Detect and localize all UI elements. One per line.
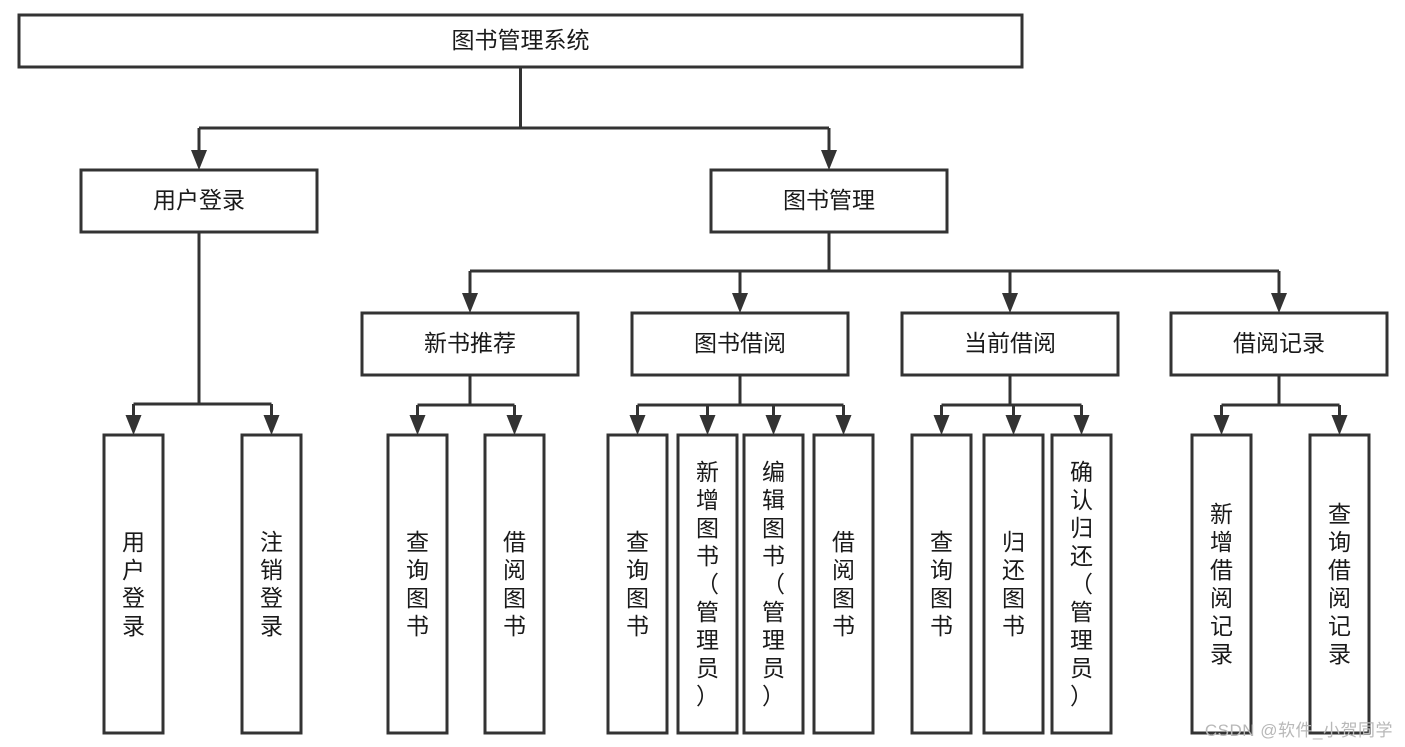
node-box-leaf-add-borrow-record[interactable] (1190, 433, 1253, 735)
node-box-leaf-add-book-admin[interactable] (676, 433, 739, 735)
node-leaf-query-borrow-record[interactable]: 查询借阅记录 (1308, 433, 1371, 735)
node-box-book-management[interactable] (709, 168, 949, 234)
node-label-undefined: 图书管理系统 (452, 27, 590, 53)
node-label-leaf-borrow-books-rec: 借阅图书 (503, 529, 526, 639)
node-box-leaf-borrow-books-rec[interactable] (483, 433, 546, 735)
arrow-icon-root-0 (191, 150, 207, 170)
node-label-book-borrow: 图书借阅 (694, 330, 786, 356)
arrow-icon-borrow-record-0 (1213, 415, 1230, 435)
node-box-leaf-borrow-book[interactable] (812, 433, 875, 735)
arrow-icon-book-borrow-3 (835, 415, 852, 435)
node-label-leaf-confirm-return-admin: 确认归还（管理员） (1070, 459, 1093, 709)
arrow-icon-user-login-1 (263, 415, 280, 435)
node-label-leaf-query-books-borrow: 查询图书 (626, 529, 649, 639)
arrow-icon-new-book-recommend-1 (506, 415, 523, 435)
node-leaf-edit-book-admin[interactable]: 编辑图书（管理员） (742, 433, 805, 735)
arrow-icon-current-borrow-0 (933, 415, 950, 435)
node-label-book-management: 图书管理 (783, 187, 875, 213)
arrow-icon-borrow-record-1 (1331, 415, 1348, 435)
node-new-book-recommend[interactable]: 新书推荐 (360, 311, 580, 377)
node-leaf-return-book[interactable]: 归还图书 (982, 433, 1045, 735)
node-label-leaf-query-borrow-record: 查询借阅记录 (1328, 501, 1351, 667)
node-label-leaf-add-book-admin: 新增图书（管理员） (696, 459, 719, 709)
node-box-book-borrow[interactable] (630, 311, 850, 377)
node-current-borrow[interactable]: 当前借阅 (900, 311, 1120, 377)
arrow-icon-book-management-0 (462, 293, 478, 313)
arrow-icon-book-borrow-0 (629, 415, 646, 435)
node-leaf-query-books-rec[interactable]: 查询图书 (386, 433, 449, 735)
node-label-leaf-return-book: 归还图书 (1002, 529, 1025, 639)
node-label-leaf-query-books-current: 查询图书 (930, 529, 953, 639)
node-label-new-book-recommend: 新书推荐 (424, 330, 516, 356)
arrow-icon-user-login-0 (125, 415, 142, 435)
node-layer: 图书管理系统用户登录图书管理新书推荐图书借阅当前借阅借阅记录用户登录注销登录查询… (17, 13, 1389, 735)
node-leaf-add-borrow-record[interactable]: 新增借阅记录 (1190, 433, 1253, 735)
arrow-icon-book-management-2 (1002, 293, 1018, 313)
node-leaf-borrow-books-rec[interactable]: 借阅图书 (483, 433, 546, 735)
node-book-management[interactable]: 图书管理 (709, 168, 949, 234)
arrow-icon-book-management-1 (732, 293, 748, 313)
node-box-leaf-logout[interactable] (240, 433, 303, 735)
node-box-leaf-query-books-borrow[interactable] (606, 433, 669, 735)
connector-layer (125, 67, 1348, 435)
node-box-leaf-user-login[interactable] (102, 433, 165, 735)
node-leaf-add-book-admin[interactable]: 新增图书（管理员） (676, 433, 739, 735)
node-borrow-record[interactable]: 借阅记录 (1169, 311, 1389, 377)
node-book-borrow[interactable]: 图书借阅 (630, 311, 850, 377)
node-box-current-borrow[interactable] (900, 311, 1120, 377)
node-box-new-book-recommend[interactable] (360, 311, 580, 377)
node-box-leaf-query-books-rec[interactable] (386, 433, 449, 735)
csdn-watermark: CSDN @软件_小贺同学 (1204, 721, 1393, 740)
arrow-icon-current-borrow-1 (1005, 415, 1022, 435)
node-leaf-logout[interactable]: 注销登录 (240, 433, 303, 735)
node-label-leaf-borrow-book: 借阅图书 (832, 529, 855, 639)
arrow-icon-book-borrow-2 (765, 415, 782, 435)
arrow-icon-current-borrow-2 (1073, 415, 1090, 435)
node-label-user-login: 用户登录 (153, 187, 245, 213)
node-box-user-login[interactable] (79, 168, 319, 234)
node-label-leaf-user-login: 用户登录 (122, 529, 145, 639)
node-box-leaf-confirm-return-admin[interactable] (1050, 433, 1113, 735)
node-leaf-user-login[interactable]: 用户登录 (102, 433, 165, 735)
node-undefined[interactable]: 图书管理系统 (17, 13, 1024, 69)
node-box-leaf-return-book[interactable] (982, 433, 1045, 735)
node-leaf-borrow-book[interactable]: 借阅图书 (812, 433, 875, 735)
node-user-login[interactable]: 用户登录 (79, 168, 319, 234)
node-leaf-confirm-return-admin[interactable]: 确认归还（管理员） (1050, 433, 1113, 735)
node-box-borrow-record[interactable] (1169, 311, 1389, 377)
node-label-leaf-logout: 注销登录 (260, 529, 283, 639)
node-label-leaf-query-books-rec: 查询图书 (406, 529, 429, 639)
node-leaf-query-books-current[interactable]: 查询图书 (910, 433, 973, 735)
node-label-leaf-add-borrow-record: 新增借阅记录 (1210, 501, 1233, 667)
node-box-leaf-query-borrow-record[interactable] (1308, 433, 1371, 735)
node-box-leaf-query-books-current[interactable] (910, 433, 973, 735)
node-leaf-query-books-borrow[interactable]: 查询图书 (606, 433, 669, 735)
arrow-icon-root-1 (821, 150, 837, 170)
arrow-icon-book-borrow-1 (699, 415, 716, 435)
arrow-icon-new-book-recommend-0 (409, 415, 426, 435)
node-box-undefined[interactable] (17, 13, 1024, 69)
node-label-leaf-edit-book-admin: 编辑图书（管理员） (762, 459, 785, 709)
node-label-borrow-record: 借阅记录 (1233, 330, 1325, 356)
node-label-current-borrow: 当前借阅 (964, 330, 1056, 356)
node-box-leaf-edit-book-admin[interactable] (742, 433, 805, 735)
arrow-icon-book-management-3 (1271, 293, 1287, 313)
